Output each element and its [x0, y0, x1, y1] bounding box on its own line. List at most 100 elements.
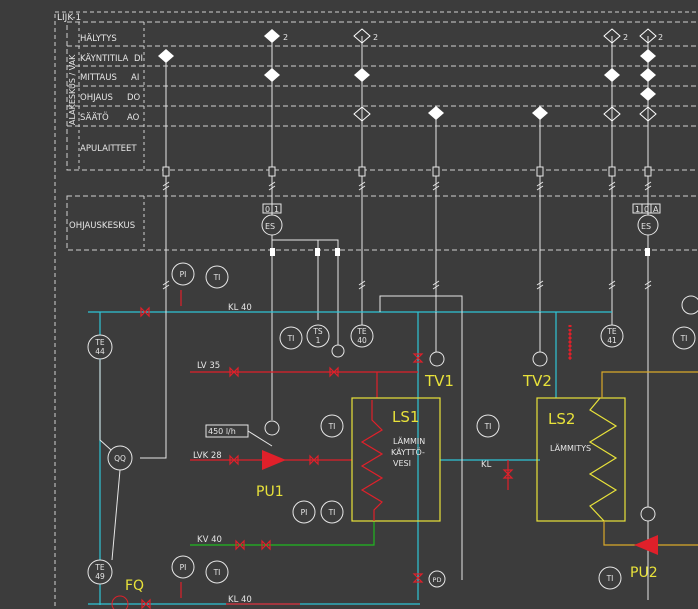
- valve-icon: [261, 539, 271, 551]
- terminal-boxes: [162, 166, 652, 177]
- ls2-exchanger: [536, 397, 626, 522]
- pi-instrument: [292, 500, 316, 524]
- ti-instrument: [205, 265, 229, 289]
- diamond-icon: [640, 87, 656, 101]
- sensor-bulb: [640, 506, 656, 522]
- diamond-icon: [428, 106, 444, 120]
- row-label-apulaitteet: APULAITTEET: [80, 144, 137, 154]
- pu2-label: PU2: [630, 565, 658, 581]
- pd-instrument: [428, 570, 446, 588]
- label-ts: TS: [312, 327, 323, 336]
- label-ti: TI: [328, 508, 336, 517]
- te40-instrument: [350, 324, 374, 348]
- pi-instrument: [171, 555, 195, 579]
- ohjauskeskus-label: OHJAUSKESKUS: [69, 221, 135, 231]
- alarm-count-3: 2: [623, 33, 628, 42]
- pipe-label-lv35: LV 35: [197, 361, 220, 371]
- label-te: TE: [606, 327, 617, 336]
- diamond-icon: [158, 49, 174, 63]
- label-te: TE: [356, 327, 367, 336]
- row-label-mittaus: MITTAUS: [80, 73, 117, 83]
- label-te: TE: [94, 338, 105, 347]
- diamond-outline-icon: [603, 106, 621, 122]
- ls1-coil: [360, 400, 384, 521]
- diamond-icon: [640, 68, 656, 82]
- row-code-ai: AI: [131, 73, 139, 83]
- ls1-desc-1: LÄMMIN: [393, 436, 425, 446]
- ls2-desc: LÄMMITYS: [550, 443, 591, 453]
- relay-contacts: [270, 248, 650, 256]
- valve-icon: [229, 454, 239, 466]
- label-ti: TI: [287, 334, 295, 343]
- label-ti: TI: [213, 273, 221, 282]
- label-te: TE: [94, 563, 105, 572]
- sensor-bulb: [331, 344, 345, 358]
- alarm-count-4: 2: [658, 33, 663, 42]
- label-41: 41: [607, 336, 617, 345]
- valve-icon: [412, 353, 424, 363]
- ls1-exchanger: [351, 397, 441, 522]
- control-block: [66, 21, 698, 171]
- tv1-label: TV1: [424, 372, 454, 390]
- frame-border: [54, 11, 698, 609]
- te44-instrument: [87, 334, 113, 360]
- switch-label-1b: 1: [635, 205, 640, 214]
- pump-icon: [262, 450, 286, 470]
- ts1-instrument: [306, 324, 330, 348]
- valve-icon: [229, 366, 239, 378]
- ti-instrument: [320, 500, 344, 524]
- row-label-saato: SÄÄTÖ: [80, 112, 109, 123]
- diamond-icon: [604, 68, 620, 82]
- label-pi: PI: [180, 563, 187, 572]
- valve-icon: [412, 573, 424, 583]
- heating-loop: [601, 371, 698, 546]
- label-1: 1: [316, 336, 321, 345]
- alarm-diamonds: [158, 28, 657, 122]
- row-label-ohjaus: OHJAUS: [80, 93, 113, 103]
- control-lines: [99, 295, 541, 580]
- sensor-bulb: [681, 295, 698, 315]
- label-44: 44: [95, 347, 105, 356]
- ti-instrument: [205, 560, 229, 584]
- ls2-title: LS2: [548, 410, 575, 428]
- label-ti: TI: [484, 422, 492, 431]
- pump-icon: [634, 535, 658, 555]
- pipe-label-kl40-bottom: KL 40: [228, 595, 252, 605]
- ti-instrument: [476, 414, 500, 438]
- label-pi: PI: [180, 270, 187, 279]
- ls2-coil: [588, 397, 618, 522]
- row-label-kayntitila: KÄYNTITILA: [80, 53, 128, 64]
- tv1-actuator: [429, 351, 445, 367]
- pi-instrument: [171, 262, 195, 286]
- switch-label-0b: 0: [644, 205, 649, 214]
- es-instrument-2: [637, 214, 659, 236]
- vertical-label: ALAKESKUS / VAK: [68, 54, 77, 125]
- label-ti: TI: [680, 334, 688, 343]
- es-label-1: ES: [265, 222, 275, 231]
- pu1-label: PU1: [256, 484, 284, 500]
- ls1-title: LS1: [392, 408, 419, 426]
- valve-icon: [329, 366, 339, 378]
- valve-icon: [140, 306, 150, 318]
- red-pipes: [190, 371, 509, 605]
- ti-instrument: [279, 326, 303, 350]
- qq-instrument: [107, 445, 133, 471]
- diamond-icon: [532, 106, 548, 120]
- line-breaks: [162, 181, 652, 290]
- pipe-label-kl: KL: [481, 460, 492, 470]
- flow-value: 450 l/h: [208, 427, 236, 436]
- row-label-halytys: HÄLYTYS: [80, 33, 117, 44]
- switch-label-1: 1: [274, 205, 279, 214]
- row-code-do: DO: [127, 93, 141, 103]
- ls1-desc-3: VESI: [393, 459, 411, 468]
- sensor-bulb: [264, 420, 280, 436]
- label-40: 40: [357, 336, 367, 345]
- tv2-label: TV2: [522, 372, 552, 390]
- label-ti: TI: [213, 568, 221, 577]
- fq-label: FQ: [125, 578, 144, 594]
- diamond-outline-icon: [353, 106, 371, 122]
- alarm-count-1: 2: [283, 33, 288, 42]
- switch-label-0: 0: [265, 205, 270, 214]
- label-49: 49: [95, 572, 105, 581]
